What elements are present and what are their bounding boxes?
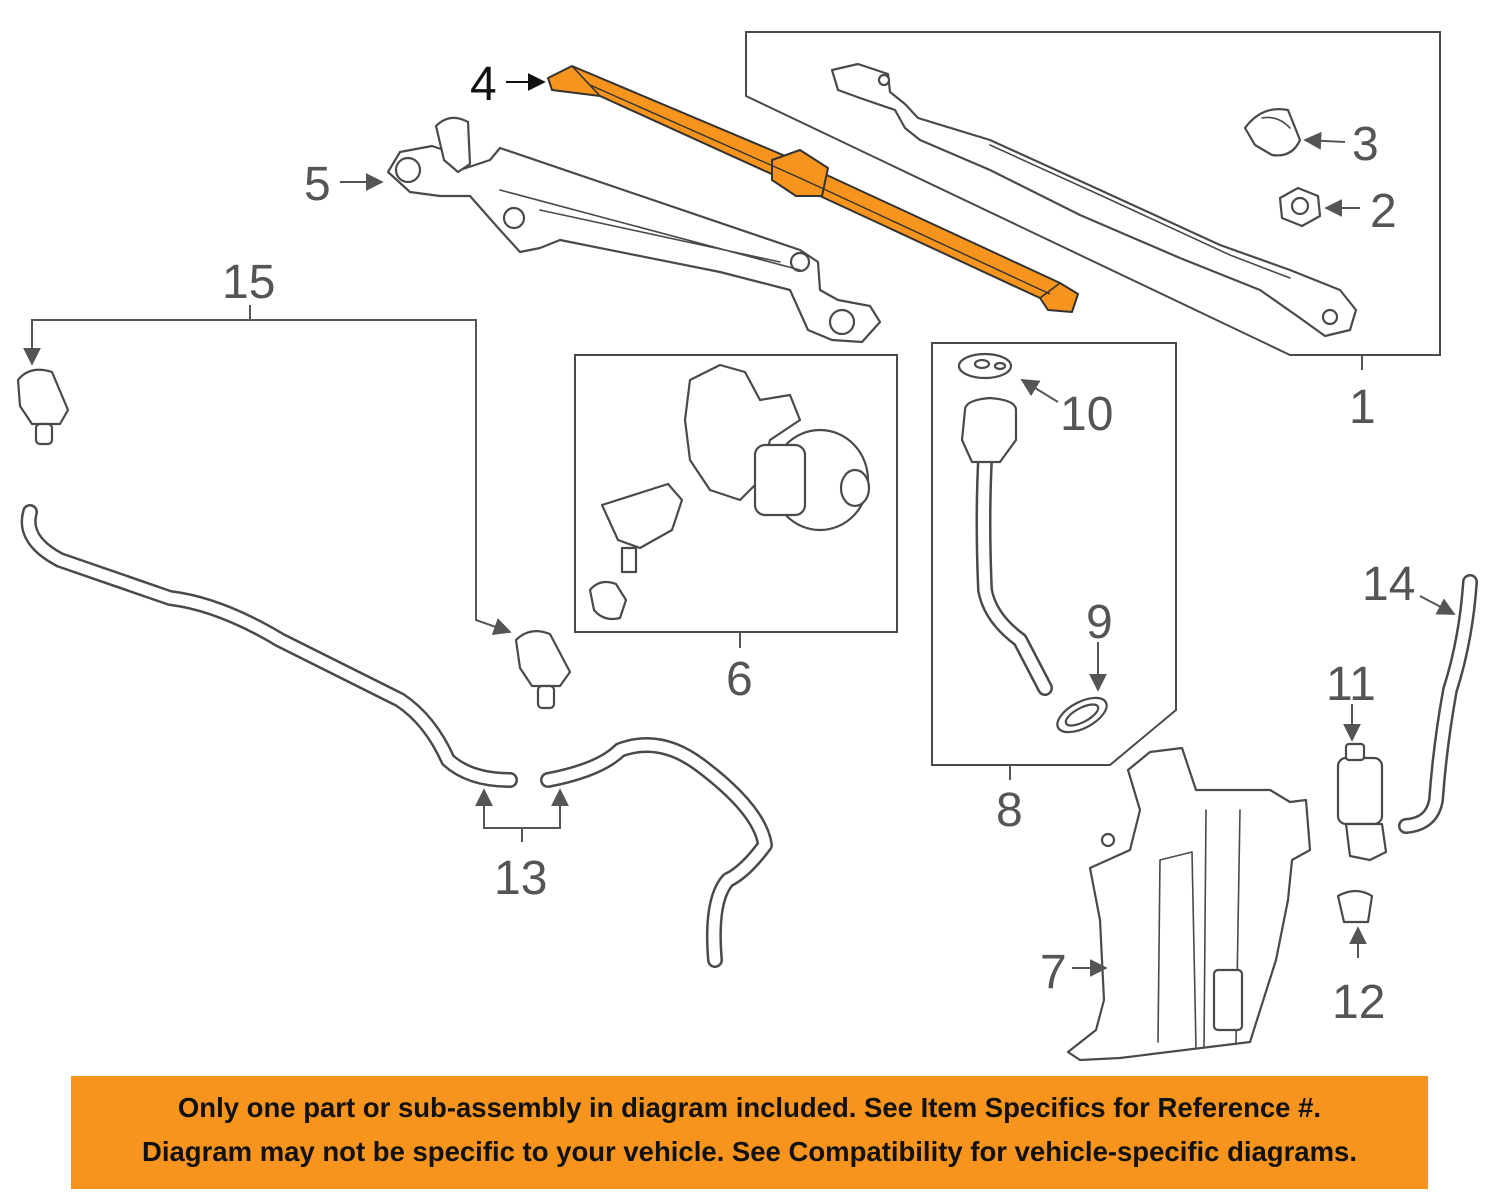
leader-15 bbox=[31, 319, 512, 636]
callout-12: 12 bbox=[1332, 976, 1385, 1029]
callout-3: 3 bbox=[1352, 118, 1379, 171]
callout-15: 15 bbox=[222, 256, 275, 309]
callout-9: 9 bbox=[1086, 596, 1113, 649]
callout-10: 10 bbox=[1060, 388, 1113, 441]
pivot-cap bbox=[1243, 108, 1302, 157]
callout-5: 5 bbox=[304, 158, 331, 211]
callout-13: 13 bbox=[494, 852, 547, 905]
filler-cap-seal bbox=[957, 352, 1013, 380]
motor-connector bbox=[600, 482, 684, 574]
washer-hoses bbox=[20, 504, 773, 968]
leader-13 bbox=[483, 800, 561, 829]
disclaimer-line-2: Diagram may not be specific to your vehi… bbox=[142, 1136, 1357, 1167]
leader-3 bbox=[1303, 131, 1346, 150]
washer-reservoir bbox=[1066, 746, 1312, 1062]
wiper-motor bbox=[683, 363, 871, 532]
group-box-1 bbox=[745, 31, 1441, 356]
washer-nozzles bbox=[16, 305, 572, 710]
pump-grommet bbox=[1336, 889, 1374, 924]
callout-4: 4 bbox=[470, 58, 497, 111]
callout-2: 2 bbox=[1370, 185, 1397, 238]
washer-nozzle-left bbox=[16, 368, 70, 446]
wiper-blade-highlighted bbox=[547, 65, 1079, 313]
washer-nozzle-right bbox=[514, 629, 572, 710]
hex-nut bbox=[1278, 186, 1322, 228]
washer-pump bbox=[1336, 742, 1388, 862]
callout-8: 8 bbox=[996, 784, 1023, 837]
wiper-linkage bbox=[386, 116, 882, 344]
group-box-6 bbox=[574, 354, 898, 633]
leader-10 bbox=[1020, 379, 1059, 403]
parts-diagram: 1 2 3 4 5 6 7 8 9 10 11 12 13 14 15 bbox=[16, 31, 1478, 1062]
callout-1: 1 bbox=[1349, 381, 1376, 434]
wiper-arm bbox=[830, 62, 1358, 338]
callout-7: 7 bbox=[1040, 946, 1067, 999]
filler-neck-group bbox=[931, 342, 1177, 780]
pump-hose bbox=[1398, 574, 1478, 834]
motor-grommet bbox=[588, 580, 628, 621]
callout-11: 11 bbox=[1326, 658, 1376, 711]
disclaimer-line-1: Only one part or sub-assembly in diagram… bbox=[177, 1092, 1322, 1123]
o-ring bbox=[1056, 696, 1108, 734]
disclaimer-banner: Only one part or sub-assembly in diagram… bbox=[71, 1076, 1428, 1189]
group-box-8 bbox=[931, 342, 1177, 766]
callout-6: 6 bbox=[726, 653, 753, 706]
wiper-arm-assembly-group bbox=[745, 31, 1441, 370]
leader-14 bbox=[1419, 595, 1456, 615]
filler-neck-tube bbox=[960, 396, 1053, 696]
callout-14: 14 bbox=[1362, 558, 1415, 611]
wiper-motor-group bbox=[574, 354, 898, 648]
